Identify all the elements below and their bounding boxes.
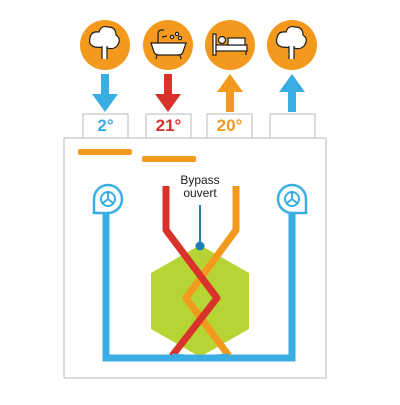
filter-bar-right — [142, 156, 196, 162]
duct-exhaust — [200, 214, 296, 362]
temp-box-extract — [145, 113, 192, 139]
filter-bar-left — [78, 149, 132, 155]
icon-bathroom — [143, 20, 193, 70]
bypass-label: Bypass ouvert — [168, 174, 232, 200]
bypass-label-line1: Bypass — [180, 173, 220, 187]
bypass-label-line2: ouvert — [183, 186, 217, 200]
bathtub-icon — [150, 29, 187, 60]
temp-label-supply: 20° — [216, 116, 243, 135]
heat-exchanger — [151, 245, 249, 357]
duct-merge-right — [199, 353, 230, 361]
duct-extract — [162, 186, 221, 359]
fan-left-icon — [92, 183, 124, 215]
tree-icon — [88, 25, 120, 59]
arrow-bedroom-supply-up — [217, 74, 243, 112]
temp-box-supply — [206, 113, 253, 139]
temp-box-outdoor — [82, 113, 129, 139]
icon-bedroom — [205, 20, 255, 70]
icon-outdoor-exhaust — [267, 20, 317, 70]
temp-box-exhaust — [269, 113, 316, 139]
bypass-dot — [195, 241, 205, 251]
duct-supply — [182, 186, 240, 359]
tree-icon — [275, 25, 307, 59]
temp-label-outdoor: 2° — [97, 116, 114, 135]
duct-merge-left — [171, 353, 201, 361]
icon-outdoor-intake — [80, 20, 130, 70]
arrow-bathroom-extract-down — [155, 74, 181, 112]
bed-icon — [212, 33, 248, 56]
duct-outdoor-intake — [102, 210, 200, 362]
temp-label-extract: 21° — [155, 116, 182, 135]
fan-right-icon — [276, 183, 308, 215]
arrow-exhaust-up — [279, 74, 305, 112]
arrow-outdoor-intake-down — [92, 74, 118, 112]
